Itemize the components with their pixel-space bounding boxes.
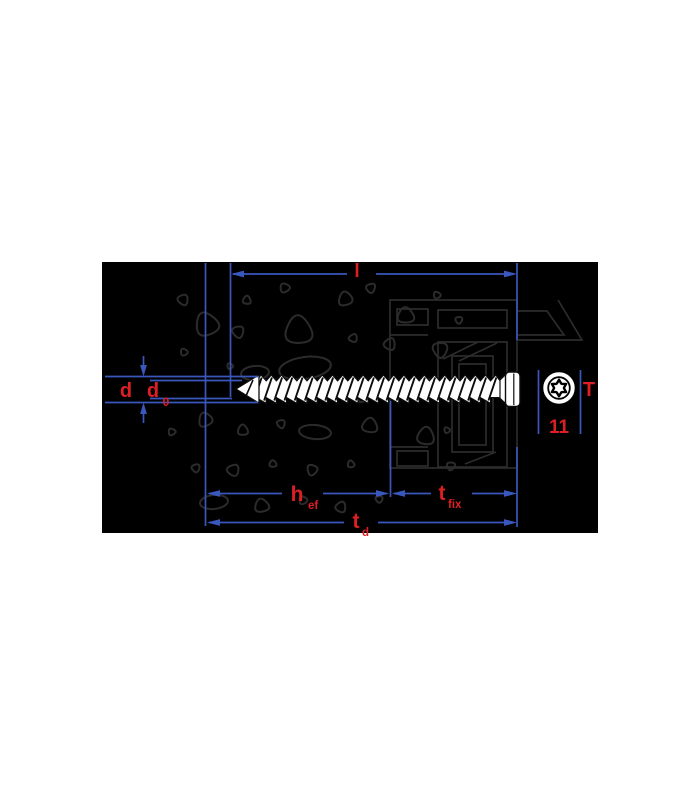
drive-type-label: T bbox=[583, 379, 595, 401]
embedment-subscript: ef bbox=[308, 500, 318, 512]
dim-drive-size bbox=[537, 370, 582, 434]
screw-tip-flank bbox=[245, 379, 254, 397]
drill-depth-subscript: d bbox=[362, 527, 369, 539]
drill-diameter-label: d bbox=[147, 380, 159, 402]
dimension-lines bbox=[105, 263, 582, 527]
length-label: l bbox=[354, 261, 359, 282]
outer-diameter-label: d bbox=[120, 380, 132, 402]
drill-diameter-subscript: 0 bbox=[163, 395, 170, 409]
fixture-subscript: fix bbox=[448, 499, 462, 511]
dim-embedment bbox=[207, 490, 389, 497]
drill-depth-label: t bbox=[353, 510, 360, 533]
dimension-labels: l d d 0 h ef t fix t d T 11 bbox=[120, 261, 595, 539]
torx-drive-icon bbox=[541, 370, 577, 406]
screw-head bbox=[504, 371, 521, 408]
dim-thread-diameter bbox=[105, 356, 258, 423]
concrete-screw-drawing bbox=[234, 371, 521, 408]
screw-thread-flanks bbox=[253, 377, 498, 401]
dim-drill-depth bbox=[207, 519, 517, 526]
dim-fixture-thickness bbox=[392, 490, 517, 497]
fixture-label: t bbox=[439, 482, 446, 505]
dim-length bbox=[231, 270, 517, 278]
embedment-label: h bbox=[291, 483, 304, 506]
screw-tip bbox=[234, 373, 260, 405]
drive-size-label: 11 bbox=[549, 417, 570, 438]
